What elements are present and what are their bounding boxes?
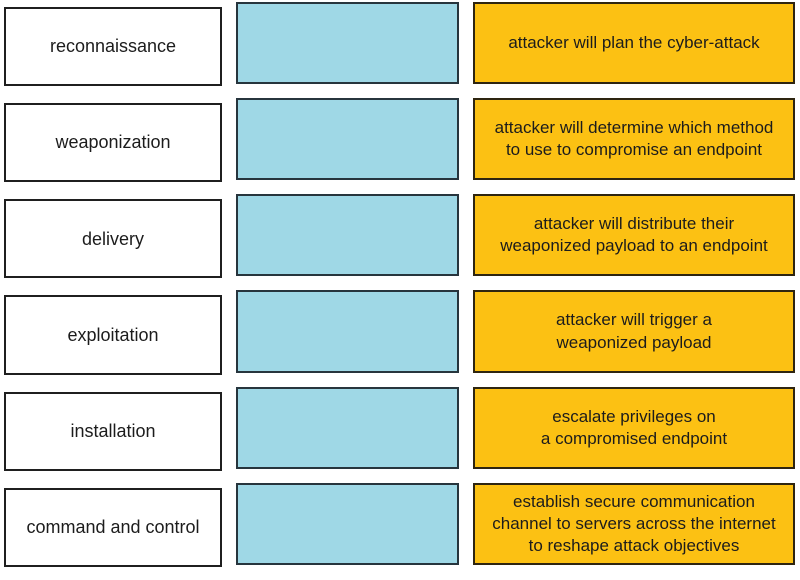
term-command-and-control[interactable]: command and control <box>4 487 222 567</box>
term-exploitation[interactable]: exploitation <box>4 295 222 375</box>
drop-target-4[interactable] <box>236 290 459 373</box>
description-determine-method: attacker will determine which method to … <box>473 98 795 181</box>
description-distribute-payload: attacker will distribute their weaponize… <box>473 194 795 277</box>
description-trigger-payload: attacker will trigger a weaponized paylo… <box>473 290 795 373</box>
description-secure-channel: establish secure communication channel t… <box>473 482 795 565</box>
term-installation[interactable]: installation <box>4 391 222 471</box>
description-plan-cyber-attack: attacker will plan the cyber-attack <box>473 2 795 85</box>
drop-target-2[interactable] <box>236 98 459 181</box>
drop-target-3[interactable] <box>236 194 459 277</box>
drop-target-5[interactable] <box>236 386 459 469</box>
drop-target-1[interactable] <box>236 2 459 85</box>
term-delivery[interactable]: delivery <box>4 199 222 279</box>
term-weaponization[interactable]: weaponization <box>4 103 222 183</box>
description-escalate-privileges: escalate privileges on a compromised end… <box>473 386 795 469</box>
drop-target-6[interactable] <box>236 482 459 565</box>
term-reconnaissance[interactable]: reconnaissance <box>4 7 222 87</box>
